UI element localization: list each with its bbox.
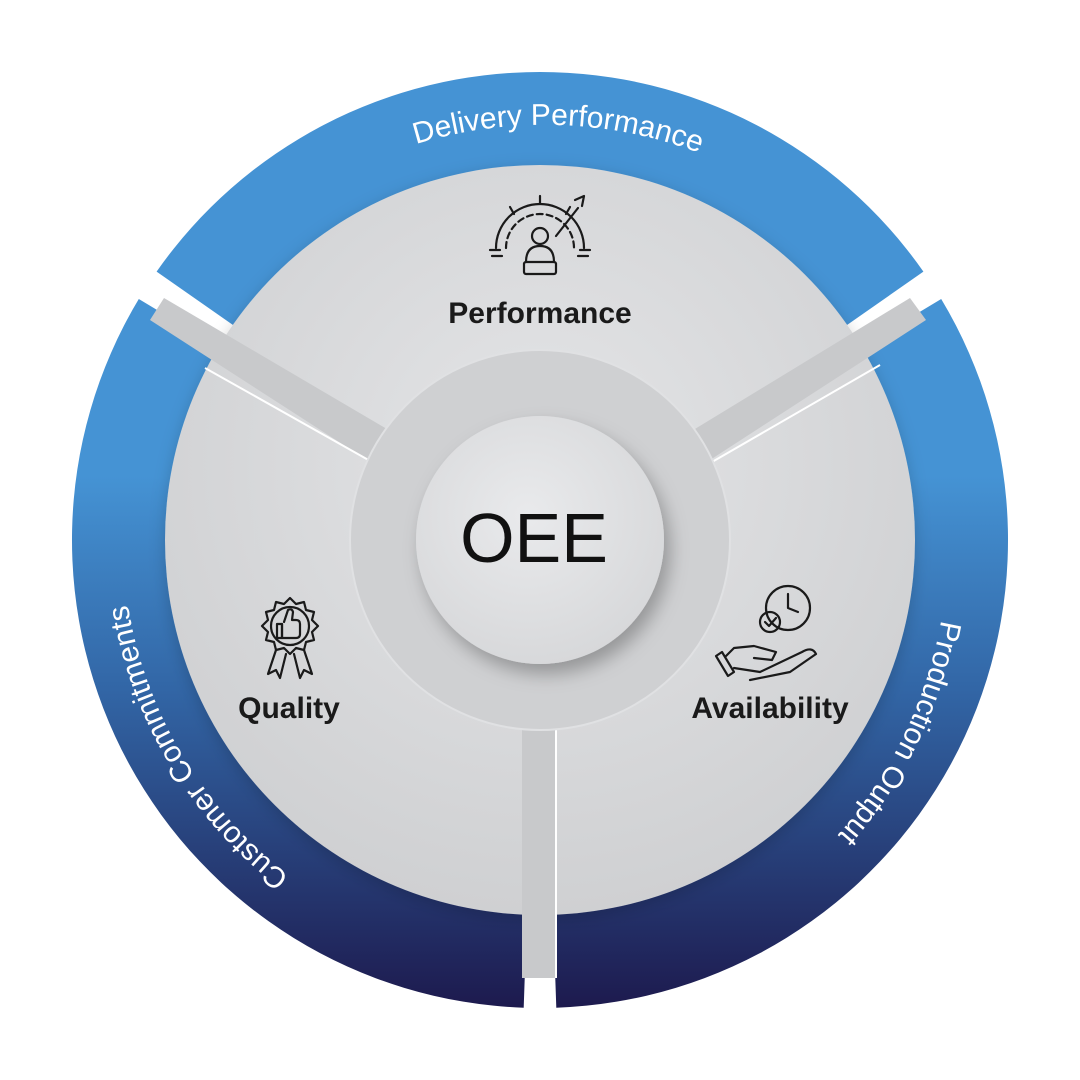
ring-segment-production-output <box>553 299 1009 1008</box>
segment-quality: Quality <box>238 596 340 725</box>
ring-segment-customer-commitments <box>71 299 527 1008</box>
center-label: OEE <box>460 499 608 577</box>
center-circle <box>416 416 664 664</box>
segment-availability: Availability <box>691 584 849 725</box>
separator-bottom <box>522 728 556 978</box>
segment-performance: Performance <box>448 194 632 330</box>
segment-label-quality: Quality <box>238 692 340 725</box>
clock-in-hand-icon <box>714 584 818 682</box>
separators <box>150 298 926 978</box>
separator-left <box>150 298 392 462</box>
speedometer-person-icon <box>488 194 592 276</box>
segment-label-performance: Performance <box>448 297 631 330</box>
segment-label-availability: Availability <box>691 692 849 725</box>
thumbs-up-badge-icon <box>260 596 320 680</box>
ring-segment-delivery-performance <box>156 71 924 327</box>
separator-right <box>690 298 926 460</box>
outer-ring <box>71 71 1009 1008</box>
